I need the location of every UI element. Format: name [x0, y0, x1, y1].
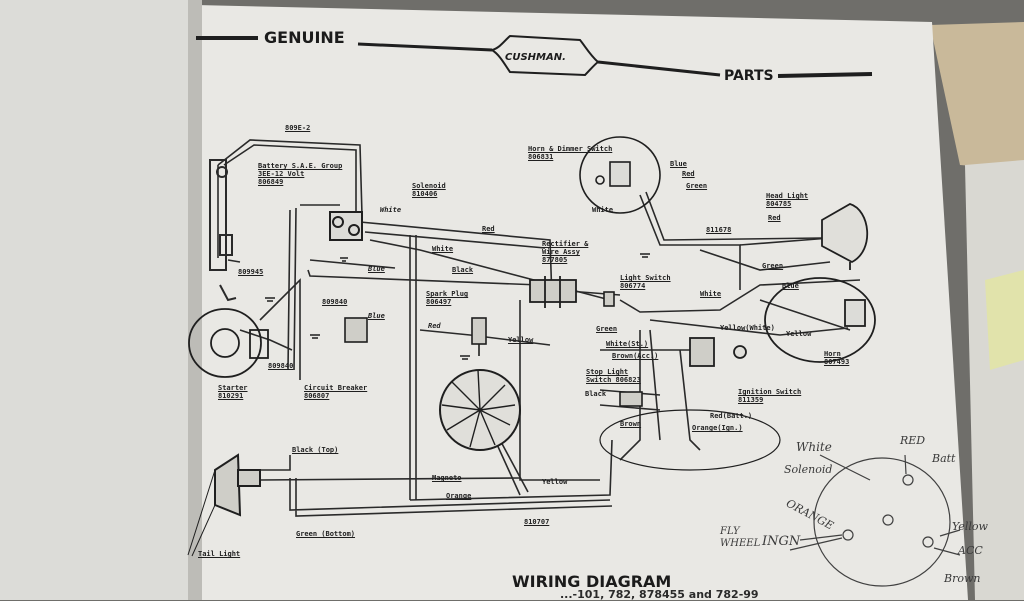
headlight-symbol [821, 203, 869, 270]
label-green-mid: Green [596, 325, 618, 333]
battery-bracket [209, 159, 237, 302]
label-red-batt: Red(Batt.) [710, 412, 753, 420]
circuit-breaker-symbol [344, 317, 368, 343]
tail-light-symbol [187, 453, 261, 557]
label-blue-headlight: Blue [782, 282, 799, 290]
handwriting-solenoid: Solenoid [784, 463, 833, 476]
label-red-cb: Red [428, 322, 441, 330]
label-white-main: White [432, 245, 454, 253]
label-yellow-mid: Yellow [508, 336, 534, 344]
handwriting-brown: Brown [944, 572, 981, 585]
label-brown-stop: Brown [620, 420, 642, 428]
label-wire-809945: 809945 [238, 268, 264, 276]
label-white-light: White [700, 290, 722, 298]
label-red-top: Red [682, 170, 695, 178]
ignition-switch-symbol [689, 337, 747, 367]
wires [217, 139, 861, 517]
label-wire-811678: 811678 [706, 226, 732, 234]
handwriting-red: RED [900, 434, 926, 447]
label-orange-ign: Orange(Ign.) [692, 424, 743, 432]
handwriting-fly-wheel: FLY WHEEL [720, 526, 761, 549]
label-white-st: White(St.) [606, 340, 649, 348]
handwriting-batt: Batt [932, 452, 956, 465]
label-white-switch: White [592, 206, 614, 214]
label-yellow-white: Yellow(White) [720, 324, 775, 332]
horn-dimmer-switch-symbol [579, 136, 661, 214]
label-blue-top: Blue [670, 160, 687, 168]
handwriting-ingn: INGN [762, 534, 801, 549]
solenoid-symbol [329, 211, 363, 241]
label-wire-809840-a: 809840 [322, 298, 348, 306]
footer-models: ...-101, 782, 878455 and 782-99 [560, 588, 759, 601]
rectifier-symbol [529, 276, 577, 308]
label-black-top: Black (Top) [292, 446, 339, 454]
next-page-edge [965, 160, 1024, 600]
spark-plug-symbol [471, 317, 487, 356]
label-green-headlight: Green [762, 262, 784, 270]
magneto-symbol [439, 369, 521, 451]
label-red-headlight: Red [768, 214, 781, 222]
label-tail-light: Tail Light [198, 550, 241, 558]
label-blue-main: Blue [368, 265, 385, 273]
cardboard-edge [930, 22, 1024, 170]
label-white-solenoid: White [380, 206, 402, 214]
label-yellow-low: Yellow [542, 478, 568, 486]
header-brand: CUSHMAN. [505, 52, 566, 63]
main-page [196, 5, 968, 600]
label-brown-acc: Brown(Acc.) [612, 352, 659, 360]
label-green-top: Green [686, 182, 708, 190]
label-cable-top: 809E-2 [285, 124, 311, 132]
footer-title: WIRING DIAGRAM [512, 572, 672, 591]
light-switch-symbol [603, 291, 615, 307]
label-black-stop: Black [585, 390, 607, 398]
pencil-sketch [789, 454, 961, 587]
label-magneto: Magneto [432, 474, 462, 482]
label-yellow-right: Yellow [786, 330, 812, 338]
handwriting-acc: ACC [958, 544, 983, 557]
label-blue-cb: Blue [368, 312, 385, 320]
harness-loop [599, 409, 781, 471]
label-wire-810707: 810707 [524, 518, 550, 526]
handwriting-yellow: Yellow [952, 520, 988, 533]
label-wire-809840-b: 809840 [268, 362, 294, 370]
left-page [0, 0, 200, 600]
starter-symbol [188, 308, 269, 378]
stop-light-switch-symbol [619, 391, 643, 407]
header-genuine: GENUINE [264, 28, 345, 47]
horn-symbol [764, 277, 876, 363]
header-parts: PARTS [724, 68, 774, 84]
label-black-main: Black [452, 266, 474, 274]
ground-symbols [265, 253, 650, 360]
label-red-main: Red [482, 225, 495, 233]
header-rule [196, 34, 873, 78]
handwriting-white: White [796, 440, 832, 454]
label-orange-low: Orange [446, 492, 472, 500]
label-green-bottom: Green (Bottom) [296, 530, 356, 538]
